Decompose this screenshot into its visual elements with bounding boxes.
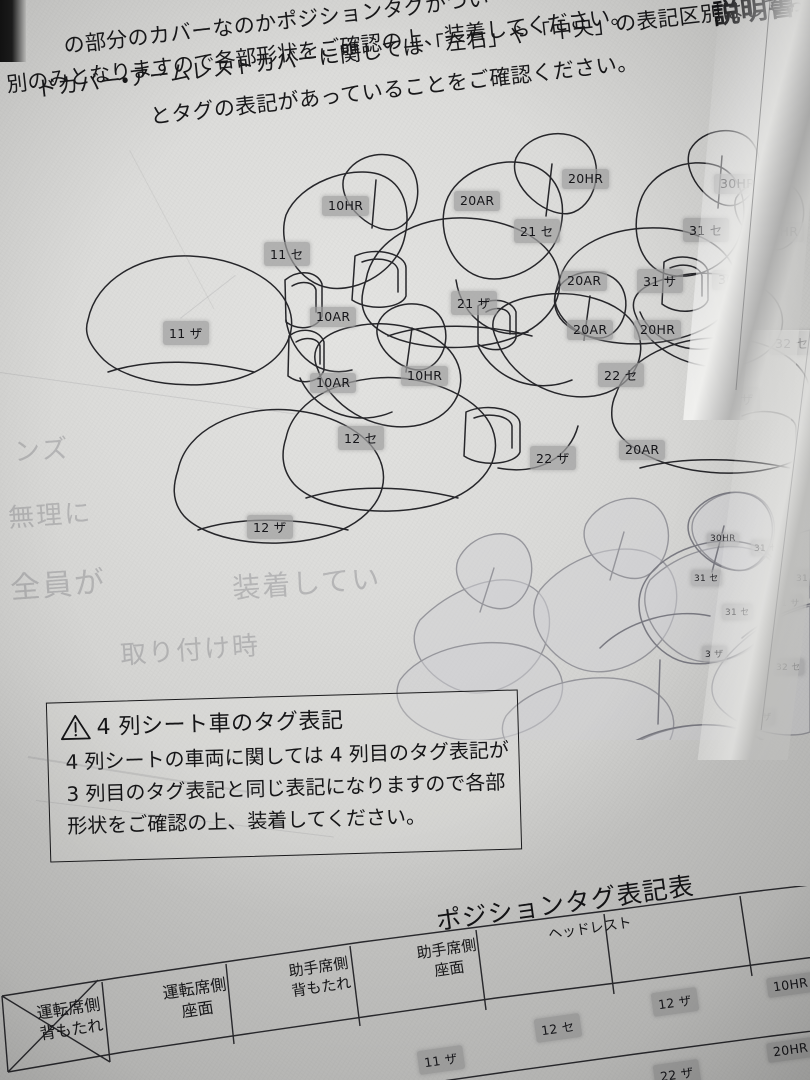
position-tag-label: 10AR [310,373,357,393]
position-tag-label: 22 セ [598,363,644,387]
table-grid [1,886,810,1080]
position-tag-label: 20AR [619,440,666,460]
page-edge-shadow [0,0,26,62]
position-tag-label: 21 ザ [451,291,497,315]
warning-triangle-icon [60,714,91,741]
position-tag-label: 20AR [567,320,614,340]
position-tag-label: 10AR [310,307,357,327]
position-tag-label: 10HR [401,366,449,386]
position-tag-label: 20HR [562,169,610,189]
position-tag-label: 11 ザ [163,321,209,345]
position-tag-label-faded: 31 セ [691,570,722,586]
position-tag-label: 12 セ [338,426,384,450]
four-row-warning-box: 4 列シート車のタグ表記 4 列シートの車両に関しては 4 列目のタグ表記が 3… [45,689,523,863]
position-tag-label: 12 ザ [247,515,293,539]
position-tag-table: ポジションタグ表記表 運転席側背もたれ運転席側座面助手席側背もたれ助手席側 [0,871,810,1080]
position-tag-label: 31 サ [637,269,683,293]
position-tag-label: 11 セ [264,242,310,266]
position-tag-label: 20AR [454,191,501,211]
seat-diagram: 10HR 11 セ 11 ザ 10AR 10AR 10HR 12 セ 12 ザ 20AR 20HR… [0,120,810,740]
position-tag-label: 21 セ [514,219,560,243]
position-tag-label: 20AR [561,271,608,291]
seat-outline-drawing [85,129,810,740]
position-tag-label: 20HR [634,320,682,340]
position-tag-label: 10HR [322,196,370,216]
position-tag-label: 22 ザ [530,446,576,470]
